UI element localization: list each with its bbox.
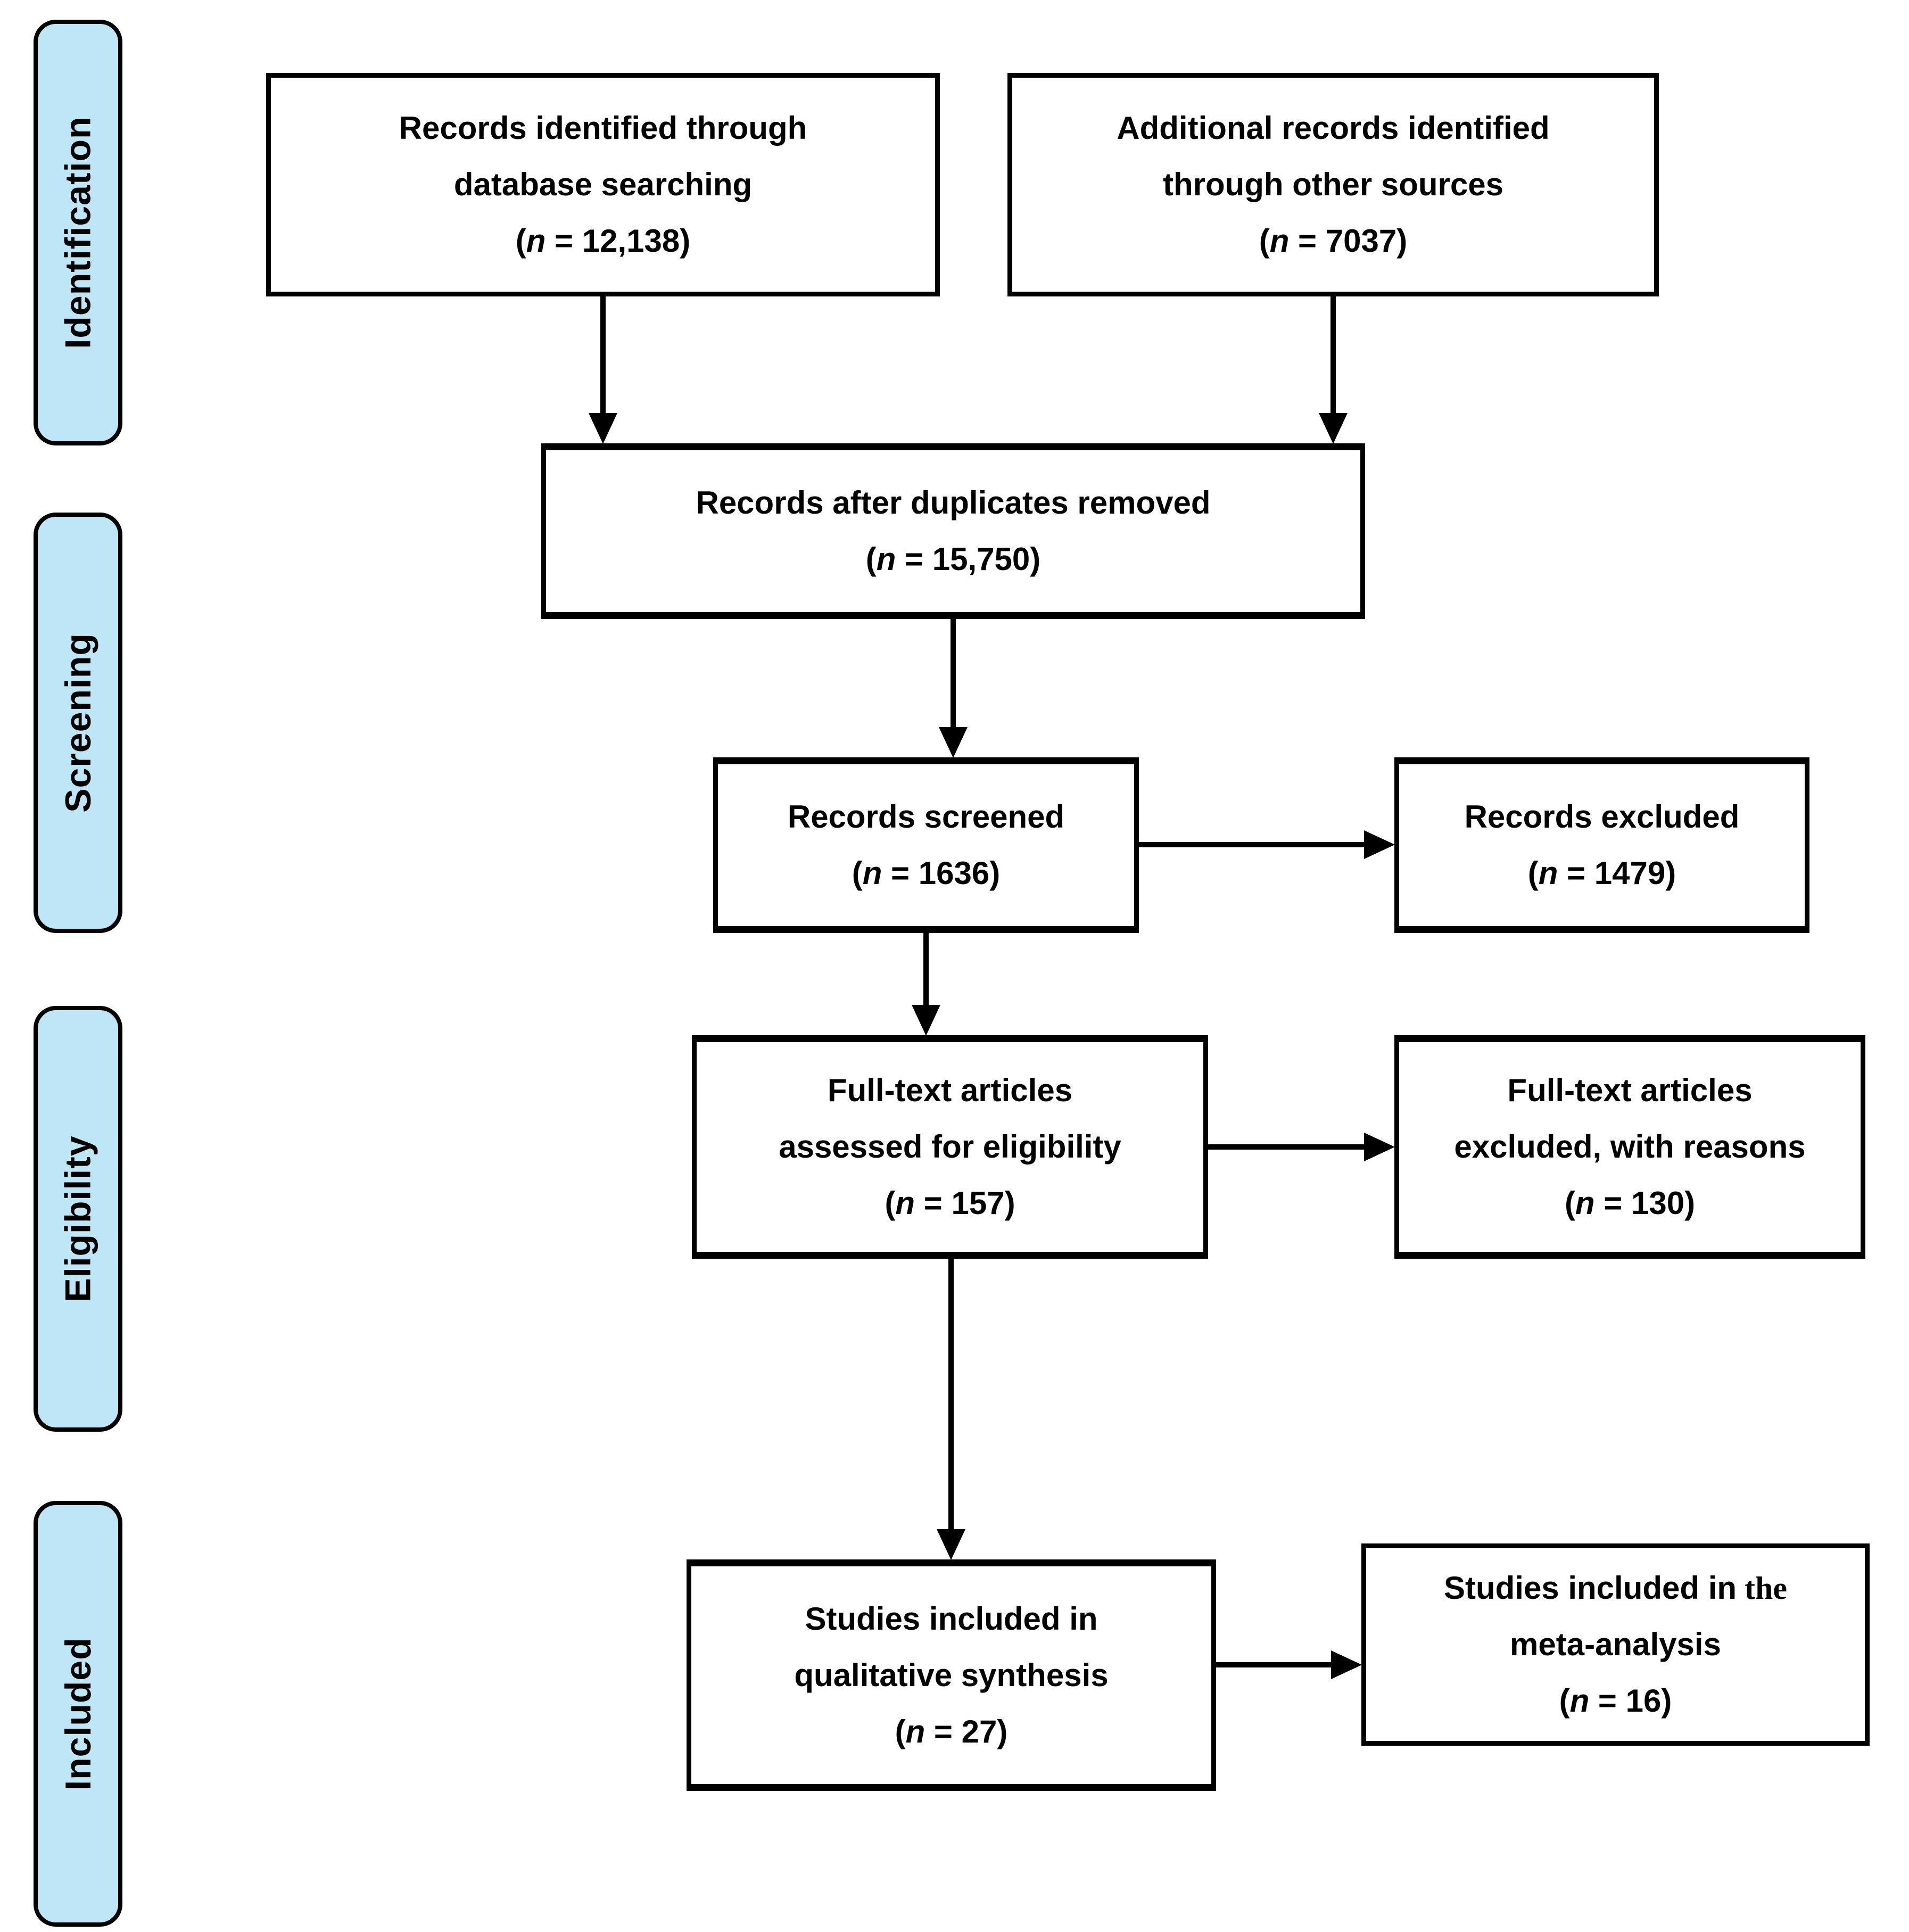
stage-label-included: Included [34,1501,122,1927]
box-text-line: assessed for eligibility [779,1129,1121,1165]
n-variable: n [1538,855,1558,891]
box-additional-records: Additional records identified through ot… [1007,73,1659,296]
arrow-line-qualitative-to-meta [1215,1662,1335,1667]
box-text-line: qualitative synthesis [794,1657,1109,1693]
box-records-screened: Records screened (n = 1636) [713,757,1139,933]
box-text-line: database searching [453,167,753,202]
box-count: (n = 157) [885,1185,1015,1221]
arrow-line-identified-to-dedup [600,295,606,415]
box-count: (n = 15,750) [865,541,1041,577]
box-meta-analysis: Studies included in the meta-analysis (n… [1361,1543,1870,1746]
n-variable: n [895,1185,915,1221]
stage-label-text: Identification [57,116,98,349]
box-count: (n = 12,138) [515,223,691,259]
stage-label-eligibility: Eligibility [34,1006,122,1432]
stage-label-text: Included [57,1637,98,1790]
stage-label-identification: Identification [34,20,122,445]
box-text-line: Full-text articles [1507,1072,1753,1108]
arrowhead-fulltext-to-excluded [1364,1133,1395,1161]
box-count: (n = 1479) [1527,855,1676,891]
box-text-line: Full-text articles [827,1072,1073,1108]
box-count: (n = 7037) [1259,223,1408,259]
box-text-line: Records excluded [1464,799,1740,835]
box-text-line: Studies included in the [1443,1570,1788,1606]
arrowhead-screened-to-excluded [1364,830,1395,859]
arrowhead-dedup-to-screened [939,727,968,758]
box-fulltext-excluded: Full-text articles excluded, with reason… [1394,1035,1865,1259]
box-records-identified: Records identified through database sear… [266,73,940,296]
stage-label-text: Screening [57,633,98,813]
box-text-line: Records identified through [399,110,807,146]
box-records-after-duplicates-removed: Records after duplicates removed (n = 15… [541,443,1365,619]
stage-label-screening: Screening [34,513,122,933]
n-variable: n [1569,1683,1590,1719]
box-count: (n = 1636) [852,855,1001,891]
box-text-line: Studies included in [805,1600,1098,1637]
box-count: (n = 27) [895,1713,1008,1749]
box-text-line: Records after duplicates removed [696,485,1211,521]
box-text-line: Additional records identified [1117,110,1550,146]
stage-label-text: Eligibility [57,1135,98,1302]
arrow-line-fulltext-to-qualitative [948,1257,954,1531]
n-variable: n [1269,223,1290,259]
box-records-excluded: Records excluded (n = 1479) [1394,757,1809,933]
arrowhead-identified-to-dedup [589,413,617,444]
arrowhead-screened-to-fulltext [912,1005,940,1036]
n-variable: n [876,541,896,577]
box-fulltext-assessed: Full-text articles assessed for eligibil… [692,1035,1208,1259]
box-text-line: through other sources [1162,167,1504,202]
n-variable: n [1575,1185,1595,1221]
arrowhead-fulltext-to-qualitative [937,1529,965,1560]
n-variable: n [862,855,882,891]
arrowhead-qualitative-to-meta [1331,1650,1362,1679]
box-text-line: meta-analysis [1510,1626,1721,1662]
arrow-line-screened-to-excluded [1138,842,1367,847]
arrow-line-dedup-to-screened [951,617,956,729]
arrow-line-additional-to-dedup [1330,295,1336,415]
box-count: (n = 130) [1564,1185,1696,1221]
arrow-line-fulltext-to-excluded [1207,1144,1367,1150]
box-qualitative-synthesis: Studies included in qualitative synthesi… [687,1559,1216,1791]
box-text-line: excluded, with reasons [1454,1129,1806,1165]
arrowhead-additional-to-dedup [1319,413,1348,444]
box-text-line: Records screened [787,799,1065,835]
serif-word: the [1737,1571,1788,1606]
arrow-line-screened-to-fulltext [923,931,929,1007]
n-variable: n [526,223,546,259]
n-variable: n [905,1713,925,1749]
box-count: (n = 16) [1559,1683,1672,1719]
